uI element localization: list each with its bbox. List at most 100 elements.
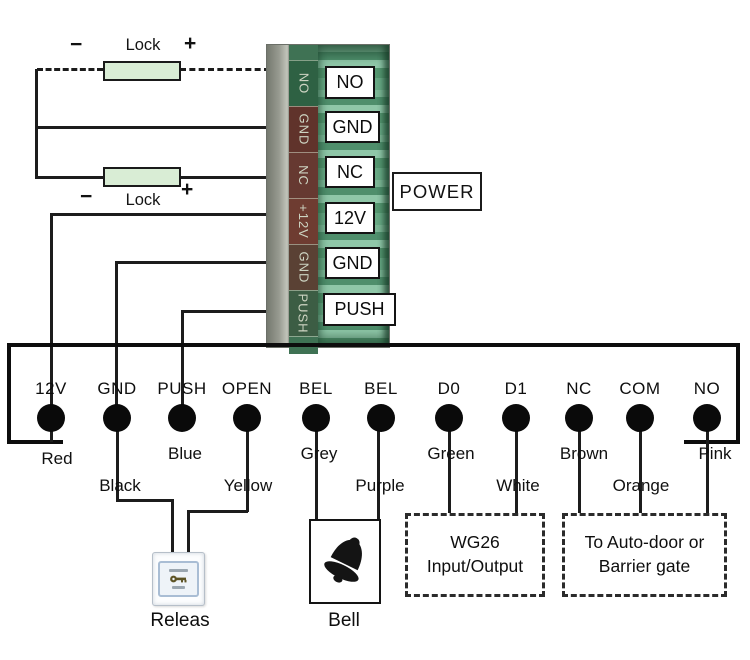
wire-segment xyxy=(116,429,119,501)
wire-segment xyxy=(115,261,118,406)
controller-outline-top xyxy=(7,343,740,347)
wire-segment xyxy=(50,213,281,216)
exit-button-panel xyxy=(158,561,199,597)
wire-color-label: Grey xyxy=(300,444,338,463)
tag-12v-label: 12V xyxy=(333,207,367,228)
tag-gnd2-label: GND xyxy=(332,252,373,273)
terminal-name: NC xyxy=(566,379,592,398)
terminal-dot xyxy=(302,404,330,432)
wire-color-label: Purple xyxy=(355,476,405,495)
lock-bottom-body xyxy=(103,167,181,187)
terminal-dot xyxy=(37,404,65,432)
wire-segment xyxy=(180,68,270,71)
tag-12v: 12V xyxy=(325,202,375,234)
exit-button-text-smudge xyxy=(169,569,188,572)
tag-no: NO xyxy=(325,66,375,99)
lock-top-label: Lock xyxy=(125,36,161,54)
wire-segment xyxy=(515,429,518,515)
terminal-dot xyxy=(565,404,593,432)
tag-no-label: NO xyxy=(336,72,364,92)
silkscreen-gnd2: GND xyxy=(289,244,318,290)
terminal-dot xyxy=(435,404,463,432)
silkscreen-spacer xyxy=(289,45,318,60)
exit-button-text-smudge xyxy=(172,586,185,589)
silkscreen-label: GND xyxy=(296,251,312,284)
terminal-name: BEL xyxy=(364,379,398,398)
wg26-line1: WG26 xyxy=(450,532,500,553)
release-label: Releas xyxy=(150,610,210,631)
terminal-dot xyxy=(626,404,654,432)
wire-color-label: Yellow xyxy=(223,476,273,495)
terminal-name: D1 xyxy=(504,379,528,398)
lock-bottom-label: Lock xyxy=(125,191,161,209)
wire-segment xyxy=(115,261,281,264)
wire-segment xyxy=(639,429,642,515)
silkscreen-label: +12V xyxy=(296,204,312,239)
wire-color-label: Brown xyxy=(559,444,609,463)
wire-segment xyxy=(50,213,53,406)
wire-segment xyxy=(187,510,190,552)
terminal-name: GND xyxy=(97,379,137,398)
power-label-box: POWER xyxy=(392,172,482,211)
wg26-box: WG26 Input/Output xyxy=(405,513,545,597)
tag-nc: NC xyxy=(325,156,375,188)
autodoor-box: To Auto-door or Barrier gate xyxy=(562,513,727,597)
power-label: POWER xyxy=(399,180,475,202)
wire-color-label: Red xyxy=(41,449,73,468)
lock-bottom-plus: + xyxy=(181,178,194,201)
silkscreen-no: NO xyxy=(289,60,318,106)
wire-segment xyxy=(50,429,53,442)
wire-color-label: Green xyxy=(427,444,475,463)
terminal-strip xyxy=(267,45,289,347)
terminal-dot xyxy=(693,404,721,432)
wire-color-label: White xyxy=(496,476,540,495)
silkscreen-label: NC xyxy=(296,165,311,186)
terminal-name: D0 xyxy=(437,379,461,398)
silkscreen-nc: NC xyxy=(289,152,318,198)
wire-color-label: Orange xyxy=(612,476,670,495)
controller-outline-stub-right xyxy=(684,440,740,444)
terminal-dot xyxy=(103,404,131,432)
tag-push-label: PUSH xyxy=(334,299,385,319)
terminal-dot xyxy=(502,404,530,432)
bell-icon xyxy=(324,537,362,583)
wg26-line2: Input/Output xyxy=(426,556,524,576)
bell-label: Bell xyxy=(328,610,360,631)
silkscreen-push: PUSH xyxy=(289,290,318,336)
bell-box xyxy=(309,519,381,604)
terminal-dot xyxy=(168,404,196,432)
controller-outline-stub-left xyxy=(7,440,63,444)
wire-segment xyxy=(706,429,709,515)
wire-segment xyxy=(181,310,281,313)
key-icon xyxy=(170,575,187,583)
wire-segment xyxy=(35,126,281,129)
wire-segment xyxy=(35,176,103,179)
terminal-name: PUSH xyxy=(157,379,207,398)
lock-top-minus: − xyxy=(70,33,83,56)
tag-nc-label: NC xyxy=(337,161,363,182)
terminal-dot xyxy=(367,404,395,432)
wire-segment xyxy=(37,68,103,71)
wire-segment xyxy=(180,176,281,179)
silkscreen-12v: +12V xyxy=(289,198,318,244)
wire-segment xyxy=(578,429,581,515)
wire-segment xyxy=(181,310,184,406)
lock-top-plus: + xyxy=(184,32,197,55)
wire-segment xyxy=(35,69,38,179)
autodoor-line1: To Auto-door or xyxy=(584,532,705,553)
wire-segment xyxy=(246,429,249,512)
silkscreen-gnd: GND xyxy=(289,106,318,152)
tag-gnd-label: GND xyxy=(332,116,373,137)
terminal-name: COM xyxy=(619,379,661,398)
wire-segment xyxy=(171,499,174,552)
terminal-name: NO xyxy=(693,379,721,398)
terminal-dot xyxy=(233,404,261,432)
wire-segment xyxy=(448,429,451,515)
wire-segment xyxy=(116,499,173,502)
tag-gnd2: GND xyxy=(325,247,380,279)
tag-push: PUSH xyxy=(323,293,396,326)
tag-gnd: GND xyxy=(325,111,380,143)
silkscreen-label: PUSH xyxy=(296,293,311,334)
wire-segment xyxy=(377,429,380,520)
wire-color-label: Black xyxy=(99,476,141,495)
